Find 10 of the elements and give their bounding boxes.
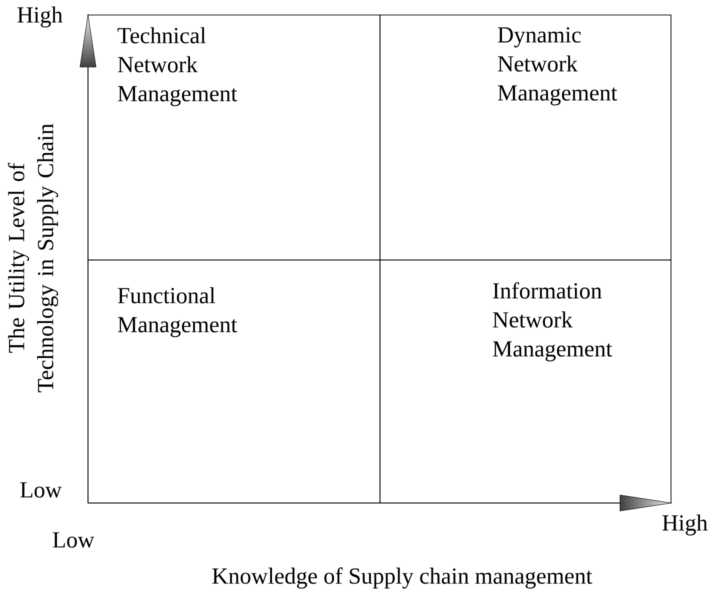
axis-title: Knowledge of Supply chain management (212, 567, 592, 589)
quadrant-box: Technical Network Management (88, 14, 380, 260)
axis-title: The Utility Level of Technology in Supply Chain (8, 124, 58, 392)
quadrant-box: Functional Management (88, 260, 380, 504)
axis-tick-label: High (662, 514, 708, 536)
axis-tick-label: Low (20, 482, 62, 498)
quadrant-box: Dynamic Network Management (380, 14, 672, 260)
quadrant-box: Information Network Management (380, 260, 672, 504)
axis-tick-label: Low (52, 532, 94, 548)
axis-tick-label: High (17, 6, 62, 28)
